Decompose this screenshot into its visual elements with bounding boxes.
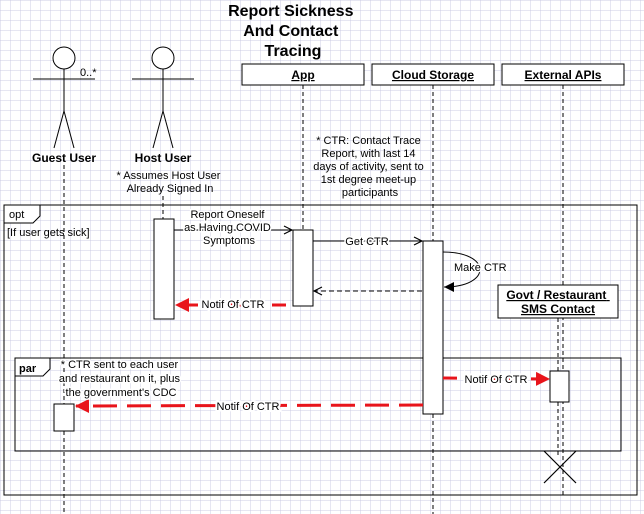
note-line: days of activity, sent to <box>313 161 423 173</box>
participant-box-govt-contact <box>497 284 619 319</box>
message-line: Symptoms <box>203 235 255 247</box>
title-line: And Contact <box>243 23 339 40</box>
destroy-marker <box>543 450 577 484</box>
note-line: Report, with last 14 <box>321 148 415 160</box>
opt-operator-label: opt <box>9 209 24 221</box>
par-operator-label: par <box>19 363 37 375</box>
participant-box-cloud-storage <box>371 63 495 86</box>
message-notif-govt-label: Notif Of CTR <box>465 374 528 386</box>
note-line: 1st degree meet-up <box>321 174 416 186</box>
activation-guest-user <box>53 403 75 432</box>
participant-label-external-apis: External APIs <box>525 68 602 82</box>
title-line: Report Sickness <box>228 3 353 20</box>
note-line: Already Signed In <box>127 183 214 195</box>
opt-operator-tab <box>3 204 41 224</box>
note-line: * CTR: Contact Trace <box>316 135 421 147</box>
activation-govt-contact <box>549 370 570 403</box>
activation-cloud-storage <box>422 240 444 415</box>
label-line: SMS Contact <box>521 302 595 316</box>
note-line: and restaurant on it, plus <box>59 373 181 385</box>
label-line: Govt / Restaurant <box>506 288 606 302</box>
message-make-ctr-label: Make CTR <box>454 262 507 274</box>
participant-box-app <box>241 63 365 86</box>
activation-host-user <box>153 218 175 320</box>
actor-label-guest-user: Guest User <box>32 151 96 165</box>
opt-fragment <box>3 204 638 496</box>
message-line: Report Oneself <box>190 209 265 221</box>
par-fragment <box>14 357 622 452</box>
message-make-ctr-arrow <box>442 251 481 292</box>
actor-label-host-user: Host User <box>135 151 192 165</box>
participant-box-external-apis <box>501 63 625 86</box>
note-line: participants <box>342 187 399 199</box>
title-line: Tracing <box>265 43 322 60</box>
actor-host-user <box>132 46 194 149</box>
message-notif-guest-label: Notif Of CTR <box>217 401 280 413</box>
participant-label-app: App <box>291 68 314 82</box>
note-line: the government's CDC <box>66 387 177 399</box>
message-notif-govt-arrow <box>442 371 550 386</box>
par-operator-tab <box>14 357 51 377</box>
host-user-note: * Assumes Host User Already Signed In <box>117 170 224 195</box>
message-get-ctr-label: Get CTR <box>345 236 388 248</box>
message-notif-host-label: Notif Of CTR <box>202 299 265 311</box>
participant-label-cloud-storage: Cloud Storage <box>392 68 474 82</box>
opt-guard: [If user gets sick] <box>7 227 90 239</box>
message-report-label: Report Oneself as Having COVID Symptoms <box>184 209 274 247</box>
activation-app <box>292 229 314 307</box>
par-note: * CTR sent to each user and restaurant o… <box>59 359 183 399</box>
message-line: as Having COVID <box>184 222 271 234</box>
actor-guest-user <box>33 46 95 149</box>
note-line: * CTR sent to each user <box>61 359 179 371</box>
note-line: * Assumes Host User <box>117 170 221 182</box>
participant-label-govt-contact: Govt / Restaurant SMS Contact <box>506 288 609 316</box>
actor-multiplicity: 0..* <box>80 67 97 79</box>
diagram-title: Report Sickness And Contact Tracing <box>228 3 358 60</box>
message-notif-guest-arrow <box>75 398 424 413</box>
ctr-note: * CTR: Contact Trace Report, with last 1… <box>313 135 427 199</box>
